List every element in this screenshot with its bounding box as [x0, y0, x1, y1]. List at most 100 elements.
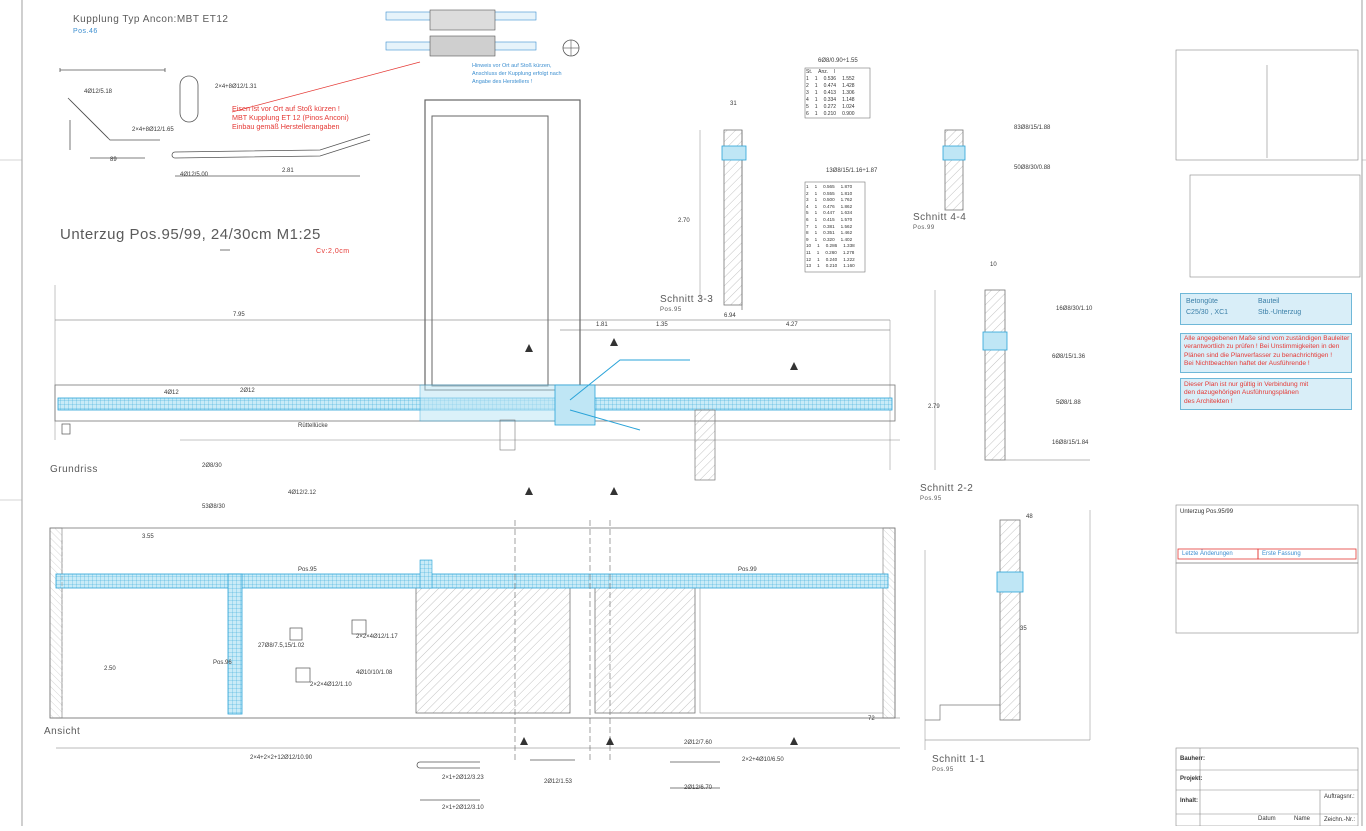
table-cell: 1 [814, 76, 818, 82]
table-cell: 0.476 [823, 203, 835, 209]
warning-line: Plänen sind die Planverfasser zu benachr… [1184, 351, 1333, 359]
dim-label: 2.70 [678, 218, 690, 224]
table-cell: 1.634 [840, 210, 853, 216]
table-cell: 1 [814, 236, 818, 242]
elevation-column-right [594, 584, 696, 714]
dim-label: 2.50 [104, 666, 116, 672]
table-cell: 1 [816, 249, 820, 255]
section-2-2-pos: Pos.95 [920, 496, 942, 502]
bar-label: 2Ø12 [240, 388, 255, 394]
table-cell: 9 [806, 236, 809, 242]
bar-label: 4Ø12/5.00 [180, 172, 209, 178]
table-cell: 1 [814, 90, 818, 96]
table-cell: 1.306 [842, 90, 855, 96]
table-cell: 1.562 [840, 223, 853, 229]
bar-label: 6Ø8/15/1.36 [1052, 354, 1086, 360]
table-cell: 4 [806, 203, 809, 209]
table-cell: 1 [814, 97, 818, 103]
table-cell: 0.447 [823, 210, 835, 216]
table-cell: 0.320 [823, 236, 835, 242]
dim-label: 7.95 [233, 312, 245, 318]
bar-label: 16Ø8/15/1.84 [1052, 440, 1089, 446]
table-cell: 7 [806, 223, 809, 229]
bar-label: 2×2×4Ø12/1.10 [310, 682, 352, 688]
pos-label: Pos.96 [213, 660, 232, 666]
table-cell: 13 [806, 263, 812, 269]
table-cell: 0.555 [823, 190, 835, 196]
concrete-value: C25/30 , XC1 [1186, 309, 1229, 316]
table-row: St.Anz.l [806, 69, 855, 76]
bar-label: 2×2×4Ø12/1.17 [356, 634, 398, 640]
table-cell: 1 [806, 76, 809, 82]
dim-label: 31 [730, 101, 737, 107]
coupling-detail [59, 68, 371, 251]
table-cell: 1.148 [842, 97, 855, 103]
bar-label: 2×4+2×2+12Ø12/10.90 [250, 755, 313, 761]
tb-zeichn: Zeichn.-Nr.: [1324, 817, 1356, 823]
bar-label: 2Ø12/1.53 [544, 779, 573, 785]
warning-line: Bei Nichtbeachten haftet der Ausführende… [1184, 359, 1310, 367]
table-cell: 0.474 [823, 83, 837, 89]
bar-label: 2×1+2Ø12/3.23 [442, 775, 484, 781]
bar-label: 53Ø8/30 [202, 504, 226, 510]
bar-label: 6Ø8/0.90÷1.55 [818, 58, 858, 64]
table-cell: 1 [814, 197, 818, 203]
table-cell: 5 [806, 210, 809, 216]
table-cell: 1.552 [842, 76, 855, 82]
table-cell: 0.900 [842, 111, 855, 117]
bar-label: 83Ø8/15/1.88 [1014, 125, 1051, 131]
component-value: Stb.-Unterzug [1258, 309, 1302, 316]
dim-label: 48 [1026, 514, 1033, 520]
coupling-title: Kupplung Typ Ancon:MBT ET12 [73, 14, 229, 25]
page-title: Unterzug Pos.95/99, 24/30cm M1:25 [60, 226, 321, 243]
warning-line: Alle angegebenen Maße sind vom zuständig… [1184, 335, 1350, 342]
table-cell: 1 [814, 111, 818, 117]
tb-inhalt: Inhalt: [1180, 798, 1198, 804]
table-cell: 0.415 [823, 216, 835, 222]
table-cell: 1.024 [842, 104, 855, 110]
concrete-spec-box [1180, 293, 1352, 325]
table-cell: 1 [817, 243, 820, 249]
red-note-line: Eisen ist vor Ort auf Stoß kürzen ! [232, 104, 340, 113]
dim-label: 1.35 [656, 322, 668, 328]
red-leader-line [231, 61, 421, 113]
red-note-line: Einbau gemäß Herstellerangaben [232, 122, 340, 131]
tb-name: Name [1294, 816, 1311, 822]
section-4-4 [942, 129, 966, 211]
table-cell: 0.536 [823, 76, 837, 82]
table-cell: 5 [806, 104, 809, 110]
dim-label: 72 [868, 716, 875, 722]
plan-view [54, 99, 900, 495]
section-1-1-pos: Pos.95 [932, 767, 954, 773]
warning-line: Dieser Plan ist nur gültig in Verbindung… [1184, 381, 1309, 388]
table-cell: 4 [806, 97, 809, 103]
table-cell: 1.338 [843, 243, 855, 249]
table-cell: 1 [814, 210, 818, 216]
bar-label: 2×1+2Ø12/3.10 [442, 805, 484, 811]
table-cell: 1.462 [840, 230, 853, 236]
dim-label: 89 [110, 157, 117, 163]
table-cell: 1.762 [840, 197, 853, 203]
section-3-3 [699, 129, 747, 310]
bar-label: 4Ø12 [164, 390, 179, 396]
bar-label: 2Ø12/6.70 [684, 785, 713, 791]
section-4-4-label: Schnitt 4-4 [913, 212, 967, 223]
bar-label: 2Ø8/30 [202, 463, 222, 469]
section-1-1-label: Schnitt 1-1 [932, 754, 986, 765]
table-cell: 1 [814, 83, 818, 89]
tb-auftrag: Auftragsnr.: [1324, 794, 1355, 800]
dim-label: 4.27 [786, 322, 798, 328]
bar-label: 16Ø8/30/1.10 [1056, 306, 1093, 312]
red-note-line: MBT Kupplung ET 12 (Pinos Anconi) [232, 113, 349, 122]
table-cell: 1.570 [840, 216, 853, 222]
